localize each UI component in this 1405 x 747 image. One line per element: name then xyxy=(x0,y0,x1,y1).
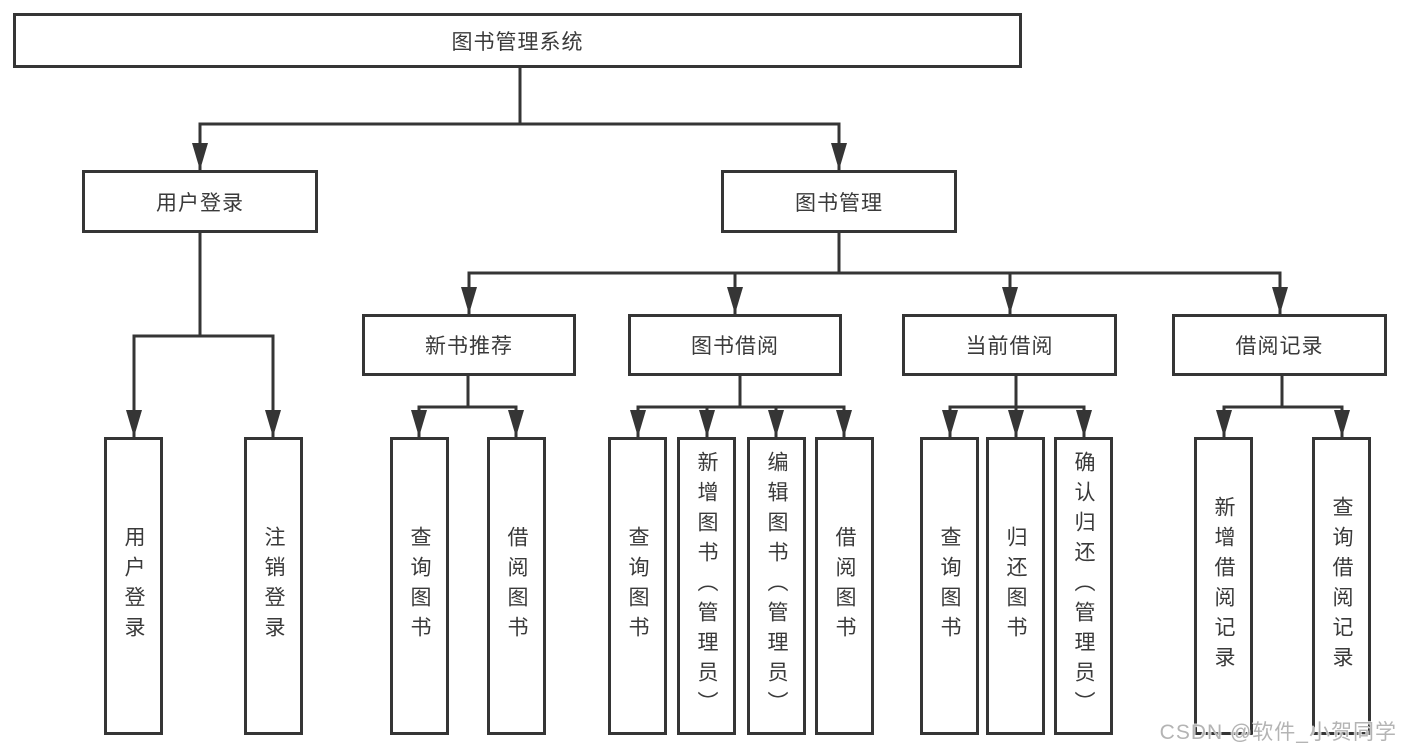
node-user-login: 用户登录 xyxy=(82,170,318,233)
leaf-return-books: 归还图书 xyxy=(986,437,1045,735)
leaf-confirm-return-admin: 确认归还（管理员） xyxy=(1054,437,1113,735)
leaf-query-books-current: 查询图书 xyxy=(920,437,979,735)
arrowheads xyxy=(126,143,1350,437)
leaf-user-login: 用户登录 xyxy=(104,437,163,735)
leaf-logout: 注销登录 xyxy=(244,437,303,735)
leaf-query-books-borrow: 查询图书 xyxy=(608,437,667,735)
leaf-borrow-books: 借阅图书 xyxy=(815,437,874,735)
leaf-add-borrow-record: 新增借阅记录 xyxy=(1194,437,1253,735)
node-book-borrow: 图书借阅 xyxy=(628,314,842,376)
leaf-query-borrow-record: 查询借阅记录 xyxy=(1312,437,1371,735)
node-current-borrow: 当前借阅 xyxy=(902,314,1117,376)
leaf-add-books-admin: 新增图书（管理员） xyxy=(677,437,736,735)
node-new-book-recommend: 新书推荐 xyxy=(362,314,576,376)
leaf-borrow-books-newbooks: 借阅图书 xyxy=(487,437,546,735)
leaf-edit-books-admin: 编辑图书（管理员） xyxy=(747,437,806,735)
csdn-watermark: CSDN @软件_小贺同学 xyxy=(1159,721,1397,744)
leaf-query-books-newbooks: 查询图书 xyxy=(390,437,449,735)
node-borrow-records: 借阅记录 xyxy=(1172,314,1387,376)
node-book-management: 图书管理 xyxy=(721,170,957,233)
node-root-system: 图书管理系统 xyxy=(13,13,1022,68)
